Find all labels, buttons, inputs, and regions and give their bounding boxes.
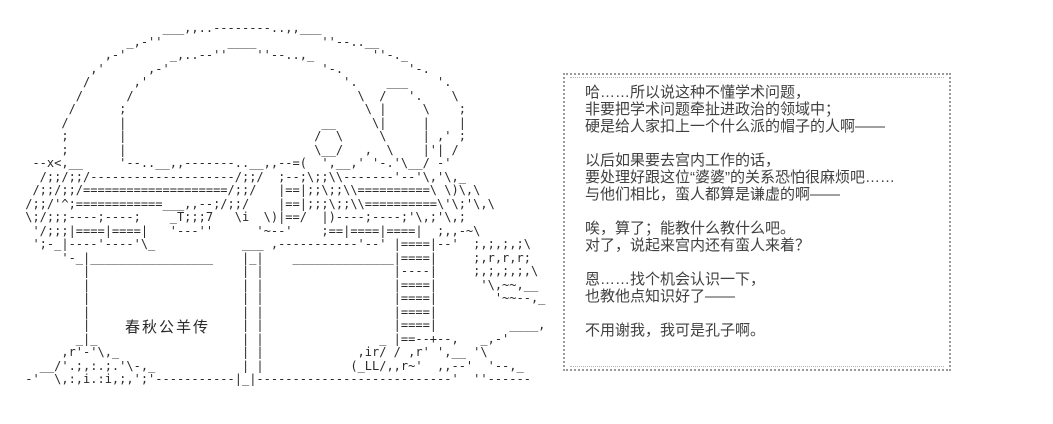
dialogue-line: 硬是给人家扣上一个什么派的帽子的人啊——: [585, 118, 886, 135]
dialogue-line: 要处理好跟这位“婆婆”的关系恐怕很麻烦吧……: [585, 169, 895, 186]
dialogue-line: 哈……所以说这种不懂学术问题，: [585, 84, 811, 101]
desk-book-label: 春秋公羊传: [125, 319, 211, 336]
dialogue-paragraph: 以后如果要去宫内工作的话，要处理好跟这位“婆婆”的关系恐怕很麻烦吧……与他们相比…: [585, 152, 935, 203]
dialogue-paragraph: 哈……所以说这种不懂学术问题，非要把学术问题牵扯进政治的领域中；硬是给人家扣上一…: [585, 84, 935, 135]
confucius-ascii-art: ___,,..--------..,,___ _,-'' ____ ''--..…: [25, 21, 546, 386]
dialogue-line: 对了，说起来宫内还有蛮人来着？: [585, 237, 811, 254]
dialogue-line: 不用谢我，我可是孔子啊。: [585, 322, 766, 339]
dialogue-line: 与他们相比，蛮人都算是谦虚的啊——: [585, 186, 841, 203]
dialogue-line: 唉，算了；能教什么教什么吧。: [585, 220, 796, 237]
dialogue-paragraph: 唉，算了；能教什么教什么吧。对了，说起来宫内还有蛮人来着？: [585, 220, 935, 254]
dialogue-paragraph: 恩……找个机会认识一下，也教他点知识好了——: [585, 271, 935, 305]
dialogue-line: 非要把学术问题牵扯进政治的领域中；: [585, 101, 841, 118]
dialogue-line: 也教他点知识好了——: [585, 288, 736, 305]
dialogue-line: 以后如果要去宫内工作的话，: [585, 152, 781, 169]
dialogue-line: 恩……找个机会认识一下，: [585, 271, 766, 288]
dialogue-paragraph: 不用谢我，我可是孔子啊。: [585, 322, 935, 339]
dialogue-box: 哈……所以说这种不懂学术问题，非要把学术问题牵扯进政治的领域中；硬是给人家扣上一…: [563, 73, 951, 371]
